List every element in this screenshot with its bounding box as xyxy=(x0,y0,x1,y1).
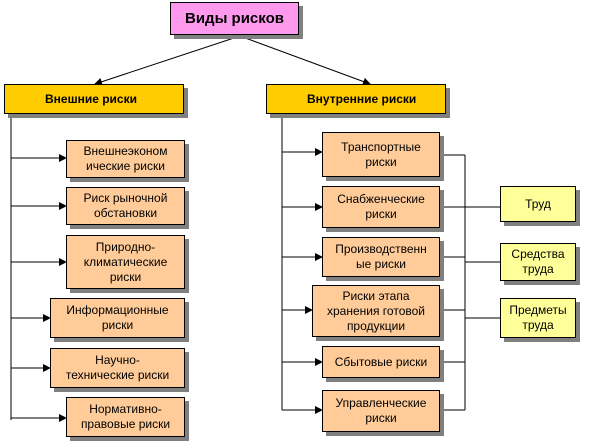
external-item-regulatory: Нормативно- правовые риски xyxy=(66,397,185,437)
external-item-scientific: Научно- технические риски xyxy=(50,348,185,388)
resource-labor: Труд xyxy=(500,186,576,222)
external-item-climate: Природно- климатические риски xyxy=(66,235,185,289)
internal-item-storage: Риски этапа хранения готовой продукции xyxy=(312,285,440,337)
internal-item-production: Производственн ые риски xyxy=(322,237,440,277)
external-risks-node: Внешние риски xyxy=(4,84,184,114)
internal-item-management: Управленческие риски xyxy=(322,390,440,432)
internal-risks-node: Внутренние риски xyxy=(266,84,446,114)
root-to-external-arrow xyxy=(94,35,241,86)
root-to-internal-arrow xyxy=(239,35,371,86)
internal-item-supply: Снабженческие риски xyxy=(322,186,440,228)
internal-item-sales: Сбытовые риски xyxy=(322,346,440,378)
resource-objects-of-labor: Предметы труда xyxy=(500,298,576,338)
external-item-foreign-economic: Внешнеэконом ические риски xyxy=(66,140,185,178)
internal-item-transport: Транспортные риски xyxy=(322,132,440,177)
external-item-market: Риск рыночной обстановки xyxy=(66,187,185,225)
root-node: Виды рисков xyxy=(170,2,299,35)
resource-means-of-labor: Средства труда xyxy=(500,243,576,281)
external-item-information: Информационные риски xyxy=(50,298,185,338)
